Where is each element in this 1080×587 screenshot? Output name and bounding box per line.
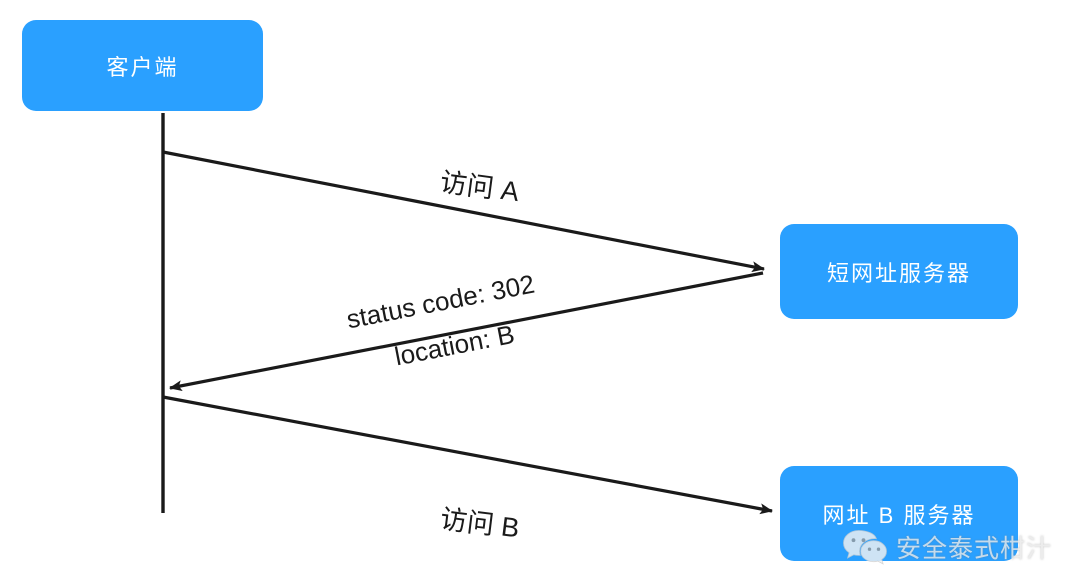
message-arrow-visit-b [162, 395, 773, 515]
watermark-text: 安全泰式柑汁 [896, 535, 1053, 563]
node-client[interactable]: 客户端 [22, 20, 263, 111]
wechat-icon [843, 530, 887, 565]
node-url-b-server[interactable]: 网址 B 服务器 [780, 466, 1018, 561]
node-url-b-server-label: 网址 B 服务器 [822, 502, 976, 528]
message-arrow-redirect-302 [169, 271, 764, 392]
node-short-url-server[interactable]: 短网址服务器 [780, 224, 1018, 319]
message-arrow-visit-a [162, 150, 765, 273]
node-client-label: 客户端 [106, 54, 179, 80]
watermark: 安全泰式柑汁 [842, 528, 1052, 566]
node-short-url-server-label: 短网址服务器 [826, 260, 971, 286]
